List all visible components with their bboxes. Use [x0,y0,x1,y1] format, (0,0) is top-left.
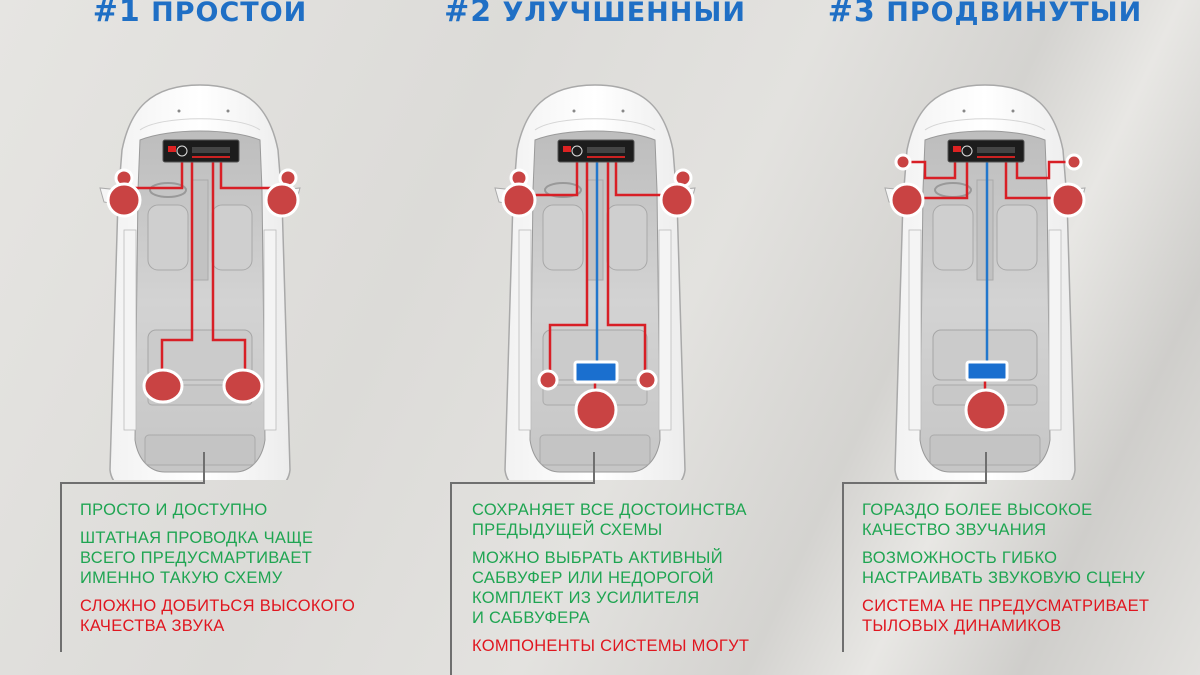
midbass-right-icon [659,182,695,218]
note-pro: ПРОСТО И ДОСТУПНО [80,501,268,519]
speakers [106,168,300,404]
scheme-number: #3 [827,0,876,29]
note-con: СИСТЕМА НЕ ПРЕДУСМАТРИВАЕТ ТЫЛОВЫХ ДИНАМ… [862,597,1150,635]
rear-speaker-right-icon [222,368,264,404]
midbass-left-icon [106,182,142,218]
scheme-panel-3: #3 ПРОДВИНУТЫЙ ГОРАЗДО БОЛЕЕ ВЫСОКОЕ [785,0,1185,675]
scheme-number: #1 [92,0,141,29]
callout-line [60,482,62,652]
amplifier-icon [965,360,1009,382]
car-diagram-simple [99,84,301,480]
callout-line [842,452,987,484]
amplifier-icon [573,360,619,384]
scheme-panel-2: #2 УЛУЧШЕННЫЙ СОХРАНЯЕТ ВСЕ ДОСТОИНСТВА [395,0,795,675]
scheme-name: ПРОДВИНУТЫЙ [886,0,1143,28]
subwoofer-icon [574,388,618,432]
subwoofer-icon [964,388,1008,432]
midbass-right-icon [264,182,300,218]
tweeter-right-icon [1065,153,1083,171]
scheme-title-2: #2 УЛУЧШЕННЫЙ [395,0,795,29]
scheme-number: #2 [444,0,493,29]
rear-speaker-right-icon [636,369,658,391]
callout-line [450,452,595,484]
scheme-name: УЛУЧШЕННЫЙ [502,0,746,28]
note-pro: ГОРАЗДО БОЛЕЕ ВЫСОКОЕ КАЧЕСТВО ЗВУЧАНИЯ [862,501,1093,539]
midbass-left-icon [501,182,537,218]
note-con: СЛОЖНО ДОБИТЬСЯ ВЫСОКОГО КАЧЕСТВА ЗВУКА [80,597,356,635]
note-pro: СОХРАНЯЕТ ВСЕ ДОСТОИНСТВА ПРЕДЫДУЩЕЙ СХЕ… [472,501,747,539]
callout-line [450,482,452,675]
note-pro: МОЖНО ВЫБРАТЬ АКТИВНЫЙ САБВУФЕР ИЛИ НЕДО… [472,549,723,627]
notes-list: СОХРАНЯЕТ ВСЕ ДОСТОИНСТВА ПРЕДЫДУЩЕЙ СХЕ… [472,500,749,664]
rear-speaker-left-icon [142,368,184,404]
scheme-name: ПРОСТОЙ [151,0,308,28]
car-diagram-improved [494,84,696,480]
scheme-panel-1: #1 ПРОСТОЙ ПРОСТО И ДОСТУПНО ШТАТНАЯ [0,0,400,675]
note-pro: ВОЗМОЖНОСТЬ ГИБКО НАСТРАИВАТЬ ЗВУКОВУЮ С… [862,549,1146,587]
note-pro: ШТАТНАЯ ПРОВОДКА ЧАЩЕ ВСЕГО ПРЕДУСМАРТИВ… [80,529,314,587]
callout-line [842,482,844,652]
midbass-left-icon [889,182,925,218]
notes-list: ПРОСТО И ДОСТУПНО ШТАТНАЯ ПРОВОДКА ЧАЩЕ … [80,500,355,644]
rear-speaker-left-icon [537,369,559,391]
callout-line [60,452,205,484]
tweeter-left-icon [894,153,912,171]
scheme-title-3: #3 ПРОДВИНУТЫЙ [785,0,1185,29]
scheme-title-1: #1 ПРОСТОЙ [0,0,400,29]
note-con: КОМПОНЕНТЫ СИСТЕМЫ МОГУТ [472,637,750,655]
midbass-right-icon [1050,182,1086,218]
car-diagram-advanced [884,84,1086,480]
notes-list: ГОРАЗДО БОЛЕЕ ВЫСОКОЕ КАЧЕСТВО ЗВУЧАНИЯ … [862,500,1149,644]
